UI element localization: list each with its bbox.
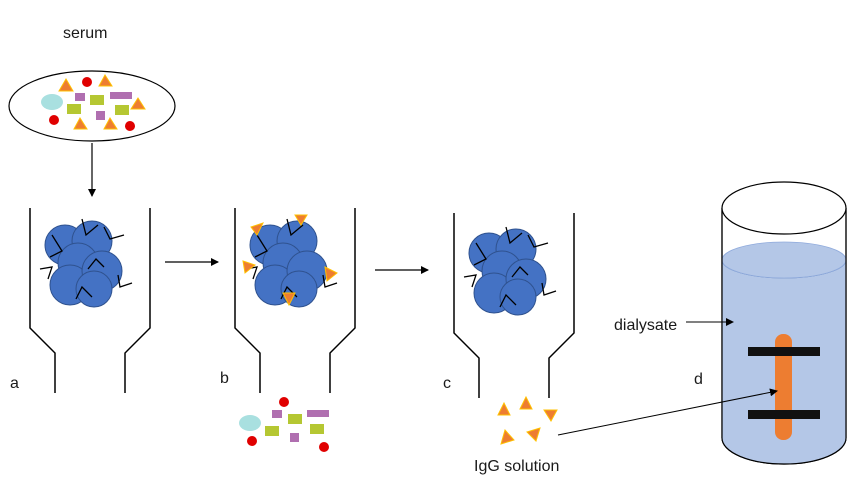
igg-solution-label: IgG solution [474, 458, 559, 475]
column-b [234, 207, 356, 394]
step-a-label: a [10, 375, 19, 392]
column-c [453, 212, 575, 399]
step-b-label: b [220, 370, 229, 387]
column-a [29, 207, 151, 394]
eluted-igg [497, 395, 558, 445]
bottom-clamp [748, 410, 820, 419]
step-c-label: c [443, 375, 451, 392]
dialysate-label: dialysate [614, 317, 677, 334]
eluted-contaminants [239, 397, 329, 452]
igg-to-bag-arrow [557, 388, 778, 436]
serum-label: serum [63, 25, 107, 42]
serum-container [8, 70, 176, 142]
top-clamp [748, 347, 820, 356]
step-d-label: d [694, 371, 703, 388]
serum-components [41, 74, 146, 131]
